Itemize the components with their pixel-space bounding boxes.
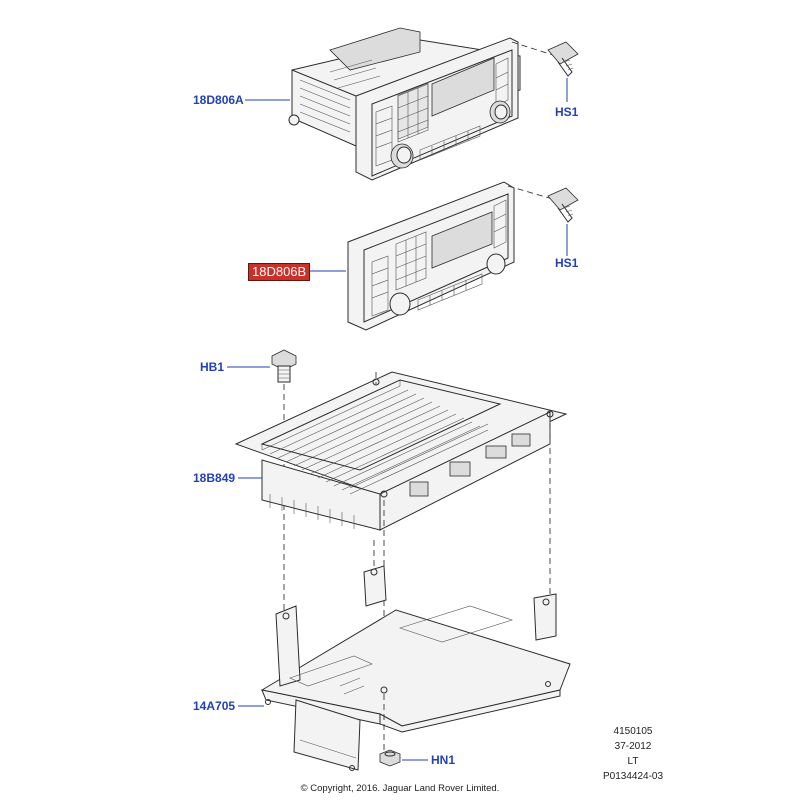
reference-line-3: LT bbox=[627, 756, 639, 767]
leader-lines bbox=[227, 78, 568, 761]
callout-14a705[interactable]: 14A705 bbox=[193, 699, 236, 713]
reference-block: 4150105 37-2012 LT P0134424-03 bbox=[596, 724, 670, 784]
callout-18d806a[interactable]: 18D806A bbox=[193, 93, 244, 107]
callout-hb1[interactable]: HB1 bbox=[200, 360, 225, 374]
reference-line-2: 37-2012 bbox=[614, 741, 652, 752]
nut-hn1-illustration bbox=[379, 749, 401, 767]
callout-hs1-mid[interactable]: HS1 bbox=[555, 256, 579, 270]
head-unit-b-illustration bbox=[347, 181, 557, 331]
reference-line-1: 4150105 bbox=[613, 726, 653, 737]
reference-line-4: P0134424-03 bbox=[602, 771, 664, 782]
callout-18d806b-highlighted[interactable]: 18D806B bbox=[248, 263, 311, 281]
callout-18b849[interactable]: 18B849 bbox=[193, 471, 236, 485]
callout-hn1[interactable]: HN1 bbox=[431, 753, 456, 767]
amplifier-illustration bbox=[234, 371, 568, 690]
head-unit-a-illustration bbox=[288, 27, 557, 181]
screw-hs1-mid-illustration bbox=[547, 187, 579, 223]
screw-hs1-top-illustration bbox=[547, 41, 579, 77]
mounting-bracket-illustration bbox=[260, 565, 571, 771]
copyright-notice: © Copyright, 2016. Jaguar Land Rover Lim… bbox=[300, 783, 500, 794]
callout-hs1-top[interactable]: HS1 bbox=[555, 105, 579, 119]
